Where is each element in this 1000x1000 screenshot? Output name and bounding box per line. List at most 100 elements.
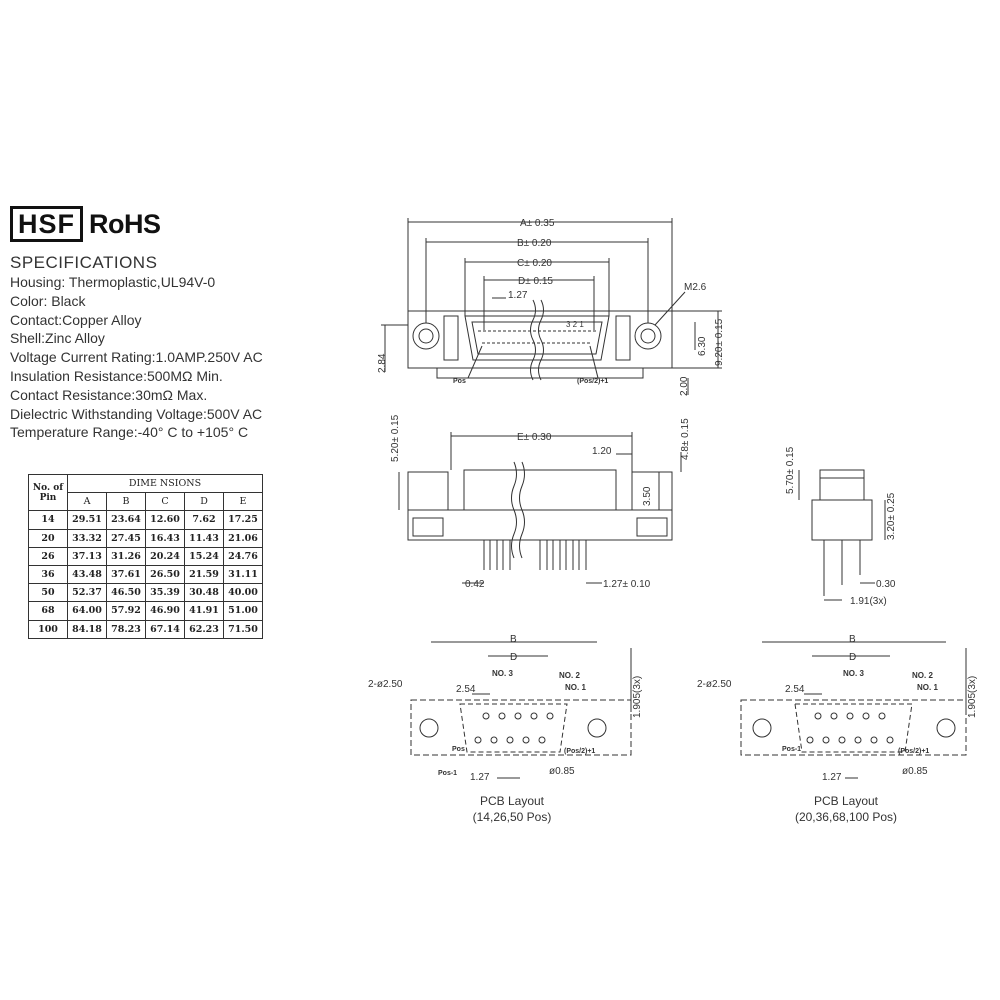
table-column-row: A B C D E [29, 492, 263, 512]
label-dim-127: 1.27± 0.10 [603, 579, 651, 590]
label-dim-320: 3.20± 0.25 [886, 492, 897, 540]
pcb-left-label-no3: NO. 3 [492, 669, 513, 678]
pcb-right-d-outline [794, 703, 913, 753]
specifications-block: SPECIFICATIONS Housing: Thermoplastic,UL… [10, 253, 263, 442]
label-dim-120: 1.20 [592, 446, 612, 457]
value-cell: 40.00 [223, 583, 263, 603]
pcb-right-mount-hole-left [752, 718, 772, 738]
pcb-left-label-085: ø0.85 [549, 766, 575, 777]
front-view: A± 0.35 B± 0.20 C± 0.20 D± 0.15 1.27 M2.… [377, 218, 725, 396]
end-top-shell [819, 469, 865, 501]
spec-dielectric: Dielectric Withstanding Voltage:500V AC [10, 405, 263, 422]
pcb-left-mount-hole-right [587, 718, 607, 738]
pcb-right-label-1905: 1.905(3x) [967, 676, 978, 718]
label-pitch: 1.27 [508, 290, 528, 301]
column-a: A [67, 492, 107, 512]
label-dim-a: A± 0.35 [520, 218, 555, 229]
pcb-left-label-d: D [510, 652, 517, 663]
label-dim-48: 4.8± 0.15 [680, 418, 691, 460]
pcb-left-label-pos1: Pos-1 [438, 770, 457, 777]
pcb-right-label-pos-half: (Pos/2)+1 [898, 748, 929, 755]
right-post [615, 315, 631, 361]
pcb-right-label-hole: 2-ø2.50 [697, 679, 732, 690]
pcb-right-label-d: D [849, 652, 856, 663]
pcb-left-label-127: 1.27 [470, 772, 490, 783]
label-dim-350: 3.50 [642, 486, 653, 506]
label-dim-042: 0.42 [465, 579, 485, 590]
label-dim-570: 5.70± 0.15 [785, 446, 796, 494]
column-b: B [106, 492, 146, 512]
dimensions-group-header: DIME NSIONS [67, 473, 263, 494]
pcb-right-label-085: ø0.85 [902, 766, 928, 777]
pcb-layout-right: B D 2-ø2.50 NO. 3 NO. 2 NO. 1 2.54 1.905… [697, 634, 978, 824]
d-receptacle-inner [471, 321, 603, 355]
label-dim-191: 1.91(3x) [850, 596, 887, 607]
pcb-right-outline [740, 699, 967, 756]
certification-logo: HSF RoHS [10, 206, 161, 242]
pcb-left-caption: PCB Layout [480, 794, 545, 808]
d-receptacle [464, 315, 610, 361]
value-cell: 67.14 [145, 619, 185, 639]
label-h-630: 6.30 [697, 336, 708, 356]
left-post [443, 315, 459, 361]
label-pos: Pos [453, 378, 466, 385]
pcb-right-mount-hole-right [936, 718, 956, 738]
table-row: 68 64.00 57.92 46.90 41.91 51.00 [28, 601, 263, 621]
pcb-left-subcaption: (14,26,50 Pos) [473, 810, 552, 824]
label-screw: M2.6 [684, 282, 707, 293]
pcb-left-d-outline [459, 703, 568, 753]
right-screw-hole [634, 322, 662, 350]
spec-insulation: Insulation Resistance:500MΩ Min. [10, 367, 223, 384]
spec-contact: Contact:Copper Alloy [10, 311, 142, 328]
rohs-mark: RoHS [89, 208, 161, 239]
table-row: 20 33.32 27.45 16.43 11.43 21.06 [28, 528, 263, 548]
pcb-right-label-no3: NO. 3 [843, 669, 864, 678]
leader-pos-half [589, 345, 599, 379]
specifications-title: SPECIFICATIONS [10, 253, 158, 272]
pcb-right-subcaption: (20,36,68,100 Pos) [795, 810, 897, 824]
table-row: 50 52.37 46.50 35.39 30.48 40.00 [28, 583, 263, 603]
spec-shell: Shell:Zinc Alloy [10, 330, 105, 347]
break-mark-left [530, 299, 536, 381]
pcb-left-label-hole: 2-ø2.50 [368, 679, 403, 690]
pcb-left-label-b: B [510, 634, 517, 645]
left-screw-hole [412, 322, 440, 350]
side-break-mark-right [519, 461, 525, 559]
pcb-right-label-b: B [849, 634, 856, 645]
pcb-left-label-no2: NO. 2 [559, 671, 580, 680]
pcb-right-label-no2: NO. 2 [912, 671, 933, 680]
pcb-right-holes [806, 712, 894, 744]
pcb-left-label-pos: Pos [452, 746, 465, 753]
pcb-right-label-pos1: Pos-1 [782, 746, 801, 753]
pcb-left-outline [410, 699, 632, 756]
label-dim-b: B± 0.20 [517, 238, 552, 249]
side-right-block [631, 471, 673, 511]
pcb-left-holes [474, 712, 554, 744]
pcb-left-label-pos-half: (Pos/2)+1 [564, 748, 595, 755]
break-mark-right [538, 299, 544, 381]
label-pin-numbers: 3 2 1 [566, 320, 584, 329]
pcb-layout-left: B D 2-ø2.50 NO. 3 NO. 2 NO. 1 2.54 1.905… [368, 634, 643, 824]
pin-header-bottom: Pin [39, 492, 57, 503]
spec-rating: Voltage Current Rating:1.0AMP.250V AC [10, 349, 263, 366]
pcb-right-label-254: 2.54 [785, 684, 805, 695]
pcb-right-label-no1: NO. 1 [917, 683, 938, 692]
table-row: 14 29.51 23.64 12.60 7.62 17.25 [28, 510, 263, 530]
pcb-left-mount-hole-left [419, 718, 439, 738]
table-row: 100 84.18 78.23 67.14 62.23 71.50 [28, 619, 263, 639]
dimensions-table: No. of Pin DIME NSIONS A B C D E 14 29.5… [28, 473, 263, 639]
side-pins [483, 540, 587, 570]
pcb-left-label-1905: 1.905(3x) [632, 676, 643, 718]
value-cell: 62.23 [184, 619, 224, 639]
pcb-left-label-no1: NO. 1 [565, 683, 586, 692]
pcb-right-caption: PCB Layout [814, 794, 879, 808]
spec-temperature: Temperature Range:-40° C to +105° C [10, 424, 249, 441]
label-h-920: 9.20± 0.15 [714, 318, 725, 366]
side-left-block [407, 471, 449, 511]
end-view: 5.70± 0.15 3.20± 0.25 0.30 1.91(3x) [785, 446, 897, 607]
label-pos-half: (Pos/2)+1 [577, 378, 608, 385]
spec-contact-resistance: Contact Resistance:30mΩ Max. [10, 386, 208, 403]
spec-color: Color: Black [10, 292, 86, 309]
pin-header-top: No. of [32, 482, 64, 493]
value-cell: 71.50 [223, 619, 263, 639]
